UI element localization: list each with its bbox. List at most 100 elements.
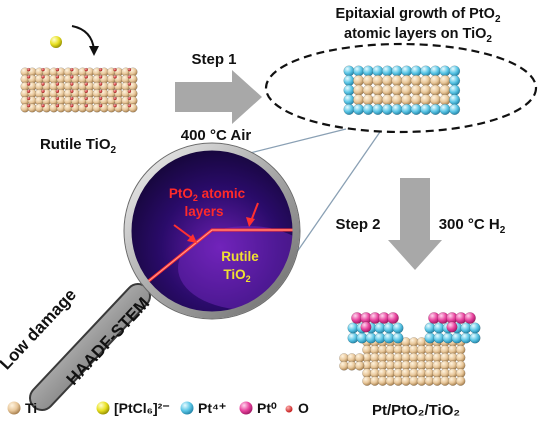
o-atom	[113, 89, 117, 94]
o-atom	[55, 74, 60, 79]
ti-atom	[391, 94, 403, 106]
step1-title: Step 1	[191, 51, 236, 68]
o-atom	[113, 82, 117, 86]
pt4-atom	[410, 103, 422, 115]
step2-arrow	[388, 178, 442, 270]
ti-atom	[420, 94, 432, 106]
ti-atom	[353, 75, 365, 87]
ptcl6-precursor-ion	[50, 36, 62, 48]
pt-pto2-tio2-slab	[339, 312, 481, 386]
stem-pto2-label-line2: layers	[184, 204, 223, 219]
legend-o-swatch	[285, 405, 293, 413]
ti-atom	[381, 84, 393, 96]
pt4-atom	[343, 94, 355, 106]
pt4-atom	[401, 103, 413, 115]
pt4-atom	[420, 65, 432, 77]
stem-pointer-left	[173, 224, 194, 240]
pt4-atom	[343, 103, 355, 115]
legend-pt0-label: Pt⁰	[257, 400, 277, 416]
ti-atom	[381, 94, 393, 106]
legend-ptcl6-swatch	[96, 401, 110, 415]
o-atom	[127, 103, 132, 108]
legend-pt0-swatch	[239, 401, 253, 415]
legend-pt4-swatch	[180, 401, 194, 415]
o-atom	[98, 89, 103, 94]
pt4-atom	[429, 103, 441, 115]
ti-atom	[391, 75, 403, 87]
ti-atom	[439, 75, 451, 87]
pt0-atom	[446, 321, 458, 333]
atom-legend: Ti [PtCl₆]²⁻ Pt⁴⁺ Pt⁰ O	[7, 400, 309, 416]
o-atom	[26, 67, 31, 72]
pt4-atom	[362, 103, 374, 115]
ti-atom	[354, 360, 365, 371]
pt0-atom	[387, 312, 399, 324]
pt0-atom	[464, 312, 476, 324]
pt4-atom	[353, 65, 365, 77]
pt4-atom	[391, 103, 403, 115]
pt4-atom	[439, 65, 451, 77]
pt4-atom	[381, 65, 393, 77]
o-atom	[55, 96, 60, 101]
ti-atom	[362, 94, 374, 106]
pt4-atom	[372, 65, 384, 77]
o-atom	[41, 103, 45, 108]
magnifier-handle	[31, 285, 149, 409]
ti-atom	[429, 94, 441, 106]
product-label: Pt/PtO₂/TiO₂	[372, 402, 460, 419]
ti-atom	[439, 84, 451, 96]
pto2-coated-tio2-slab	[343, 65, 461, 115]
o-atom	[41, 82, 45, 86]
o-atom	[127, 67, 132, 72]
pt4-atom	[372, 103, 384, 115]
pt4-atom	[391, 65, 403, 77]
magnifier-ring	[124, 143, 300, 319]
stem-pto2-label-line1: PtO2 atomic	[169, 186, 246, 203]
o-atom	[26, 82, 31, 86]
ti-atom	[401, 84, 413, 96]
ti-atom	[401, 94, 413, 106]
ti-atom	[455, 376, 466, 386]
legend-ti-label: Ti	[25, 400, 37, 416]
ti-atom	[353, 94, 365, 106]
pt0-atom	[360, 321, 372, 333]
pt4-atom	[449, 94, 461, 106]
ti-atom	[381, 75, 393, 87]
pt4-atom	[381, 103, 393, 115]
o-atom	[55, 82, 60, 86]
ti-atom	[353, 84, 365, 96]
step1-arrow	[175, 70, 262, 124]
pt4-atom	[343, 65, 355, 77]
ti-atom	[410, 94, 422, 106]
stem-pointer-left-head	[187, 234, 197, 243]
pt4-atom	[401, 65, 413, 77]
zoom-connector-top	[237, 128, 347, 157]
o-atom	[55, 103, 60, 108]
o-atom	[26, 89, 31, 94]
ti-atom	[372, 84, 384, 96]
o-atom	[127, 82, 132, 86]
ti-atom	[401, 75, 413, 87]
o-atom	[26, 96, 31, 101]
ti-atom	[362, 84, 374, 96]
ti-atom	[372, 75, 384, 87]
o-atom	[69, 103, 74, 108]
step2-condition: 300 °C H2	[439, 216, 506, 236]
o-atom	[98, 67, 103, 72]
o-atom	[113, 103, 117, 108]
o-atom	[41, 89, 45, 94]
stem-pto2-layer-glow	[130, 229, 294, 297]
rutile-tio2-slab	[20, 67, 138, 113]
o-atom	[41, 74, 45, 79]
ti-atom	[429, 84, 441, 96]
o-atom	[69, 82, 74, 86]
o-atom	[98, 82, 103, 86]
zoom-connector-bottom	[289, 128, 383, 263]
epitaxial-title-line1: Epitaxial growth of PtO2	[335, 6, 501, 25]
stem-pointer-right-head	[246, 217, 255, 227]
precursor-adsorption-arrowhead	[89, 46, 99, 56]
ti-atom	[372, 94, 384, 106]
legend-ptcl6-label: [PtCl₆]²⁻	[114, 400, 170, 416]
ti-atom	[420, 75, 432, 87]
